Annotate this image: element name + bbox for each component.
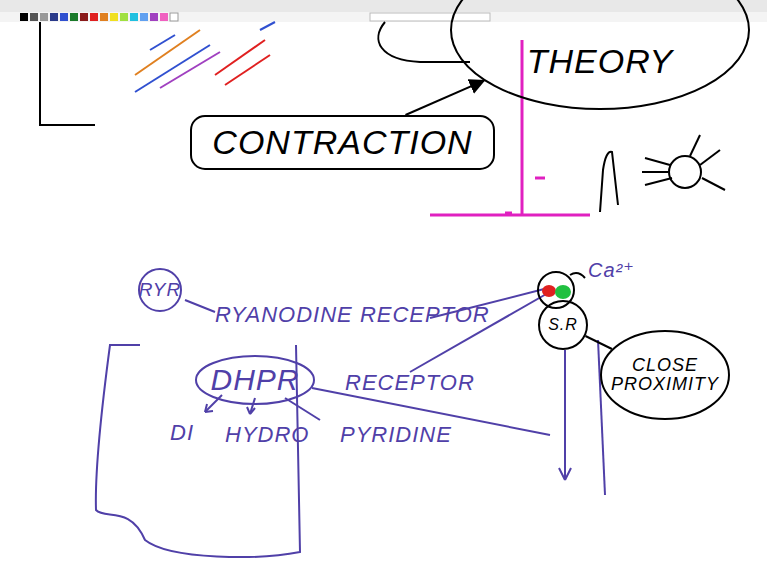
node-text: RYR xyxy=(139,280,181,300)
split-arrows xyxy=(205,395,320,420)
term-label: RECEPTOR xyxy=(345,370,475,396)
abbrev-circle: RYR xyxy=(138,268,182,312)
node-shape xyxy=(451,0,749,109)
text-stack: RYR xyxy=(139,280,181,300)
term-label: HYDRO xyxy=(225,422,309,448)
text-stack: CLOSE PROXIMITY xyxy=(600,356,730,394)
node-shape xyxy=(191,116,494,169)
leader-line xyxy=(185,288,605,495)
theory-circle: THEORY xyxy=(450,0,750,110)
node-text: DHPR xyxy=(210,364,299,396)
abbrev-circle: DHPR xyxy=(195,355,315,405)
process-box: CONTRACTION xyxy=(190,115,495,170)
node-shape xyxy=(139,269,181,311)
node-shape xyxy=(539,301,587,349)
curve xyxy=(378,22,470,62)
note-circle: CLOSE PROXIMITY xyxy=(600,330,730,420)
bracket xyxy=(40,22,95,125)
term-label: PYRIDINE xyxy=(340,422,452,448)
spike xyxy=(600,152,618,212)
toolbar xyxy=(0,12,767,22)
organelle-circle: S.R xyxy=(538,300,588,350)
connector xyxy=(585,336,612,349)
node-shape xyxy=(196,356,314,404)
node-text: THEORY xyxy=(527,44,673,80)
color-palette xyxy=(20,13,490,21)
text-stack: THEORY xyxy=(527,44,673,80)
node-shape xyxy=(601,331,729,419)
node-text: CLOSE PROXIMITY xyxy=(600,356,730,394)
color-strokes xyxy=(135,22,275,92)
term-label: RYANODINE RECEPTOR xyxy=(215,302,490,328)
ion-label: Ca²⁺ xyxy=(588,258,635,282)
node-text: CONTRACTION xyxy=(212,125,472,161)
text-stack: CONTRACTION xyxy=(212,125,472,161)
toolbar xyxy=(0,0,767,12)
text-stack: DHPR xyxy=(210,364,299,396)
enclosing-bracket xyxy=(96,345,300,557)
node-text: S.R xyxy=(548,317,578,334)
channel-circle xyxy=(538,272,585,308)
radiating-circle xyxy=(642,135,725,190)
connector xyxy=(405,81,484,115)
term-label: DI xyxy=(170,420,194,446)
text-stack: S.R xyxy=(548,317,578,334)
